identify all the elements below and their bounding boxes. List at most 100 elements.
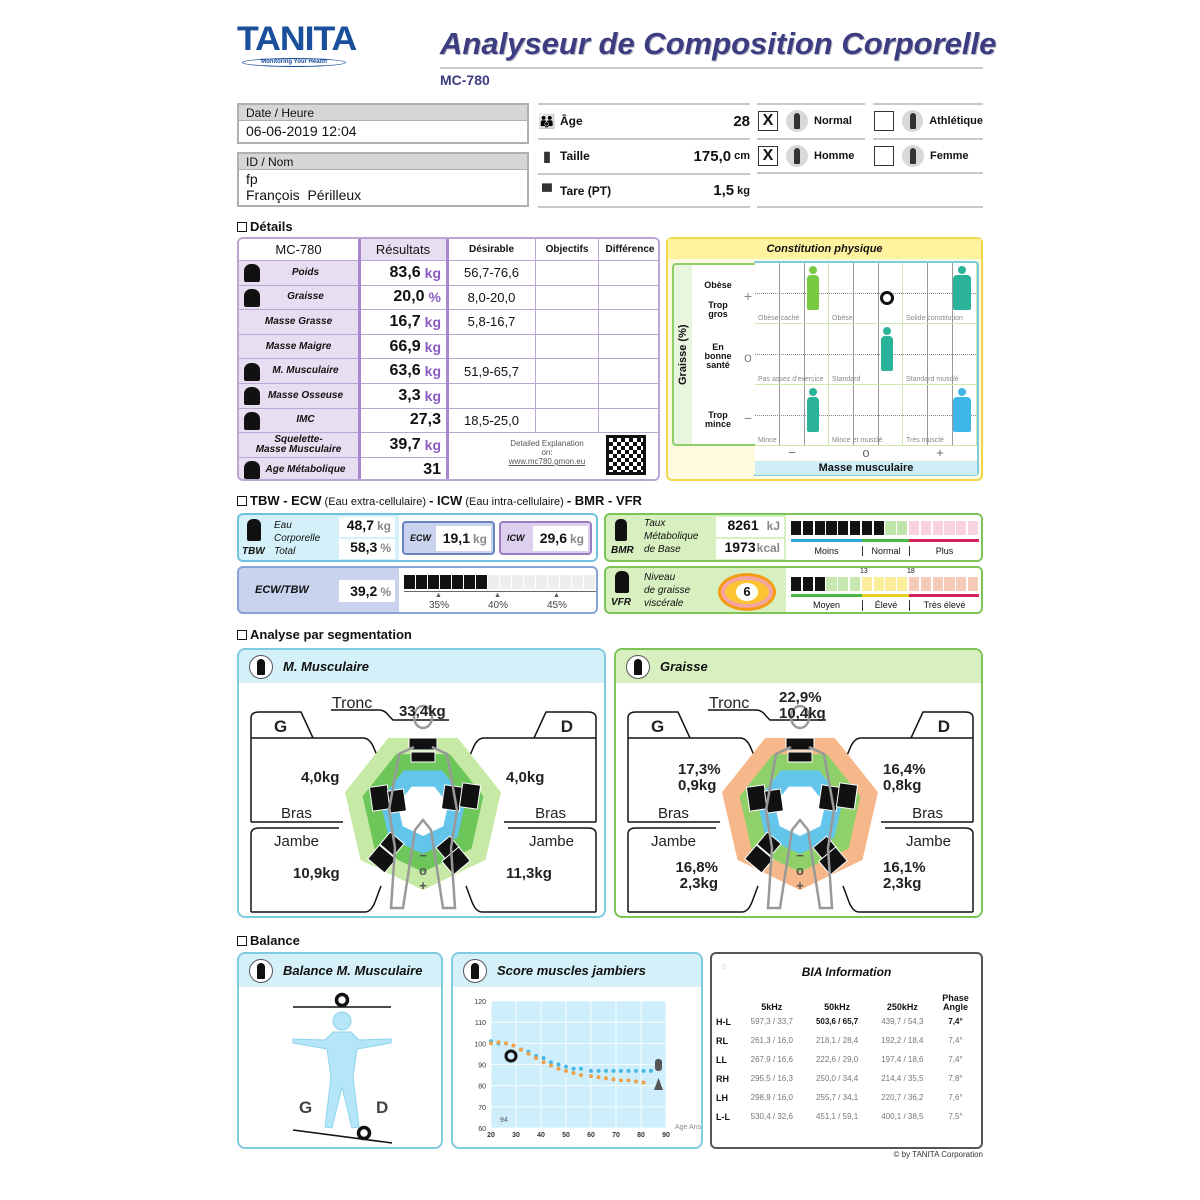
options-divider — [757, 172, 983, 174]
metabolic-age-icon — [244, 461, 260, 479]
series-male-point — [556, 1062, 561, 1067]
body-figure-icon — [953, 388, 971, 432]
qr-code-icon[interactable] — [606, 435, 646, 475]
tick-label: 35% — [429, 600, 450, 611]
vfr-block — [838, 577, 849, 591]
height-label: Taille — [560, 149, 590, 163]
segment-frame-right — [467, 737, 596, 761]
center-zone — [774, 786, 826, 836]
threshold-label: 13 — [860, 568, 868, 575]
threshold-label: 18 — [907, 568, 915, 575]
bmr-block — [861, 521, 873, 535]
body-fat-icon — [626, 654, 650, 679]
male-icon — [786, 145, 808, 167]
segment-title: M. Musculaire — [283, 659, 369, 674]
x-tick-label: 30 — [512, 1132, 520, 1139]
right-leg-value: 2,3kg — [883, 875, 921, 892]
series-female-point — [519, 1047, 523, 1052]
bia-value: 192,2 / 18,4 — [881, 1036, 924, 1045]
weight-icon — [244, 264, 260, 283]
muscle-level-symbol: − — [755, 446, 829, 460]
right-arm-value: 0,8kg — [883, 777, 921, 794]
bmr-block — [791, 521, 802, 535]
option-label: Normal — [814, 115, 852, 127]
x-tick-label: 40 — [537, 1132, 545, 1139]
segment-label: RL — [716, 1035, 728, 1046]
bia-value: 451,1 / 59,1 — [815, 1112, 859, 1121]
vfr-block — [802, 577, 814, 591]
desirable-range: 8,0-20,0 — [448, 285, 536, 311]
series-male-point — [571, 1066, 576, 1071]
tick-marker: ▲ — [435, 592, 442, 599]
details-heading: Détails — [237, 219, 293, 234]
series-female-point — [611, 1077, 616, 1082]
athletic-icon — [901, 110, 924, 132]
checkbox[interactable] — [874, 146, 894, 166]
segment-level-bar — [458, 782, 482, 810]
trunk-value: 22,9% — [779, 689, 822, 706]
normal-body-icon — [786, 110, 808, 132]
segment-level-bar — [379, 831, 405, 857]
body-type-cell: Obèse — [829, 263, 903, 324]
bmr-block — [826, 521, 837, 535]
explanation-link[interactable]: www.mc780.gmon.eu — [508, 457, 586, 466]
muscle-axis-label: Masse musculaire — [755, 461, 977, 475]
body-type-cell: Mince et musclé — [829, 385, 903, 446]
ecw-tbw-block — [512, 575, 523, 589]
scale-symbol: − — [796, 848, 804, 863]
series-male-point — [589, 1068, 593, 1073]
bia-column-header: Phase Angle — [942, 993, 969, 1012]
left-label: G — [299, 1098, 312, 1117]
bmr-block — [968, 521, 979, 535]
vfr-block — [968, 577, 979, 591]
body-figure-icon — [807, 388, 819, 432]
score-marker — [504, 1049, 518, 1063]
desirable-range — [448, 334, 536, 360]
zone-label: Très élevé — [909, 600, 979, 611]
row-label: Masse Maigre — [239, 334, 359, 360]
vfr-block — [956, 577, 967, 591]
checkbox[interactable] — [874, 111, 894, 131]
trunk-value: 10,4kg — [779, 705, 826, 722]
segment-level-bar — [744, 844, 774, 874]
bmr-block — [814, 521, 825, 535]
bmr-block — [897, 521, 908, 535]
bia-value: 7,4° — [948, 1055, 963, 1064]
unit: kg — [424, 264, 441, 281]
y-tick-label: 80 — [478, 1084, 486, 1091]
trunk-value: 33,4kg — [399, 703, 446, 720]
body-type-cell: Pas assez d'exercice — [755, 324, 829, 385]
bia-value: 298,9 / 16,0 — [750, 1093, 793, 1102]
row-label: Squelette- Masse Musculaire — [239, 433, 359, 458]
tbw-label: Eau Corporelle Total — [274, 520, 321, 557]
checkbox[interactable]: X — [758, 111, 778, 131]
date-box: Date / Heure 06-06-2019 12:04 — [237, 103, 529, 144]
segment-level-bar — [756, 831, 782, 857]
title-divider — [440, 67, 983, 69]
left-arm-value: 0,9kg — [678, 777, 716, 794]
bia-value: 295,5 / 16,3 — [750, 1074, 793, 1083]
series-female-point — [626, 1078, 631, 1083]
x-tick-label: 60 — [587, 1132, 595, 1139]
row-label: Masse Grasse — [239, 310, 359, 335]
name-value: François Périlleux — [246, 187, 362, 203]
y-tick-label: 70 — [478, 1105, 486, 1112]
series-female-point — [634, 1079, 638, 1084]
icw-abbr: ICW — [507, 533, 525, 543]
bmr-block — [838, 521, 849, 535]
series-female-point — [579, 1073, 583, 1078]
checkbox[interactable]: X — [758, 146, 778, 166]
series-female-point — [526, 1051, 531, 1056]
segment-frame-left — [251, 737, 380, 761]
unit: kg — [424, 363, 441, 380]
